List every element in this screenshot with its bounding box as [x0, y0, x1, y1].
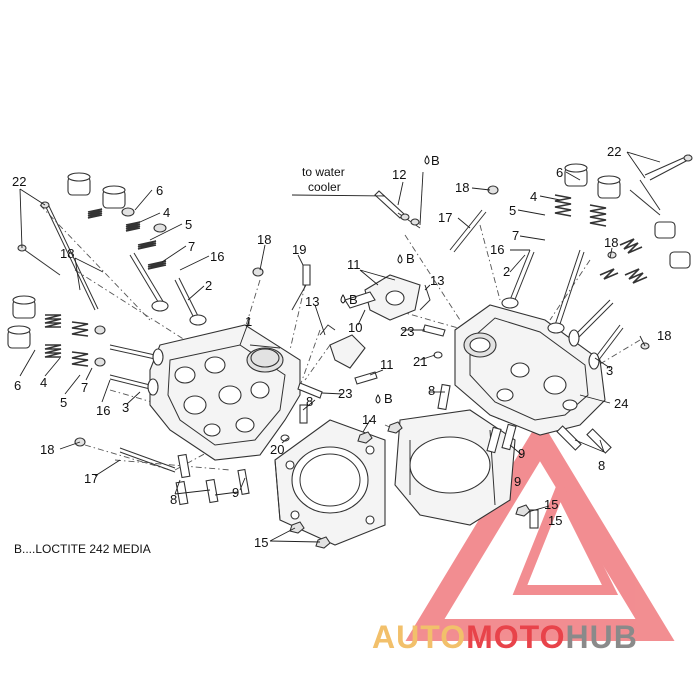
label-23-upper: 23 [400, 324, 414, 339]
label-20: 20 [270, 442, 284, 457]
label-9-right: 9 [514, 474, 521, 489]
label-b-upper-right: B [406, 251, 415, 266]
label-8-center: 8 [306, 394, 313, 409]
label-4-left-lower: 4 [40, 375, 47, 390]
svg-text:AUTOMOTOHUB: AUTOMOTOHUB [372, 619, 638, 655]
label-2-right: 2 [503, 264, 510, 279]
label-3-right: 3 [606, 363, 613, 378]
label-12: 12 [392, 167, 406, 182]
label-5-right: 5 [509, 203, 516, 218]
leader-lines [19, 151, 661, 543]
loctite-drop-icons [340, 155, 430, 404]
label-9-left: 9 [232, 485, 239, 500]
label-6-left-upper: 6 [156, 183, 163, 198]
label-6-right: 6 [556, 165, 563, 180]
water-fittings [250, 190, 446, 399]
label-b-upper-left: B [349, 292, 358, 307]
label-7-left-lower: 7 [81, 380, 88, 395]
label-13-left: 13 [305, 294, 319, 309]
part-number-labels: 22 18 6 4 5 7 16 2 18 19 1 6 4 5 7 16 3 … [12, 144, 671, 550]
watermark-text: AUTOMOTOHUB [372, 619, 638, 655]
studs-and-bolts [17, 154, 693, 549]
label-15-right-lower: 15 [548, 513, 562, 528]
label-18-left-lower: 18 [40, 442, 54, 457]
label-16-left-upper: 16 [210, 249, 224, 264]
label-5-left-lower: 5 [60, 395, 67, 410]
label-11-lower: 11 [380, 357, 394, 372]
label-3-left: 3 [122, 400, 129, 415]
label-15-left: 15 [254, 535, 268, 550]
label-7-left-upper: 7 [188, 239, 195, 254]
label-b-lower: B [384, 391, 393, 406]
label-22-left: 22 [12, 174, 26, 189]
valve-trains [7, 163, 691, 396]
label-21: 21 [413, 354, 427, 369]
label-18-right-mid: 18 [604, 235, 618, 250]
label-15-right: 15 [544, 497, 558, 512]
label-8-right-upper: 8 [428, 383, 435, 398]
label-23-lower: 23 [338, 386, 352, 401]
label-22-right: 22 [607, 144, 621, 159]
label-7-right: 7 [512, 228, 519, 243]
label-18-right-lower: 18 [657, 328, 671, 343]
label-18-left-upper: 18 [60, 246, 74, 261]
right-cylinder [394, 409, 516, 526]
label-9-center: 9 [518, 446, 525, 461]
label-16-right: 16 [490, 242, 504, 257]
watermark-auto: AUTO [372, 619, 466, 655]
left-cylinder-head [149, 324, 301, 461]
label-5-left-upper: 5 [185, 217, 192, 232]
water-cooler-note-line2: cooler [308, 180, 341, 194]
loctite-legend: B....LOCTITE 242 MEDIA [14, 542, 151, 556]
label-1: 1 [245, 314, 252, 329]
label-19: 19 [292, 242, 306, 257]
label-17-right: 17 [438, 210, 452, 225]
label-8-left: 8 [170, 492, 177, 507]
label-2-left: 2 [205, 278, 212, 293]
label-8-right-lower: 8 [598, 458, 605, 473]
label-4-right: 4 [530, 189, 537, 204]
notes: to water cooler B....LOCTITE 242 MEDIA [14, 165, 386, 556]
label-14: 14 [362, 412, 376, 427]
water-cooler-note-line1: to water [302, 165, 345, 179]
label-10: 10 [348, 320, 362, 335]
label-11-upper: 11 [347, 257, 361, 272]
label-17-left: 17 [84, 471, 98, 486]
label-18-left-mid: 18 [257, 232, 271, 247]
watermark-hub: HUB [565, 619, 637, 655]
label-b-top: B [431, 153, 440, 168]
cylinder-block [274, 419, 386, 546]
watermark-logo [405, 418, 675, 641]
label-13-right: 13 [430, 273, 444, 288]
label-16-left-lower: 16 [96, 403, 110, 418]
right-cylinder-head [454, 304, 606, 436]
label-18-right-top: 18 [455, 180, 469, 195]
label-24: 24 [614, 396, 628, 411]
label-4-left-upper: 4 [163, 205, 170, 220]
watermark-moto: MOTO [466, 619, 565, 655]
label-6-left-lower: 6 [14, 378, 21, 393]
